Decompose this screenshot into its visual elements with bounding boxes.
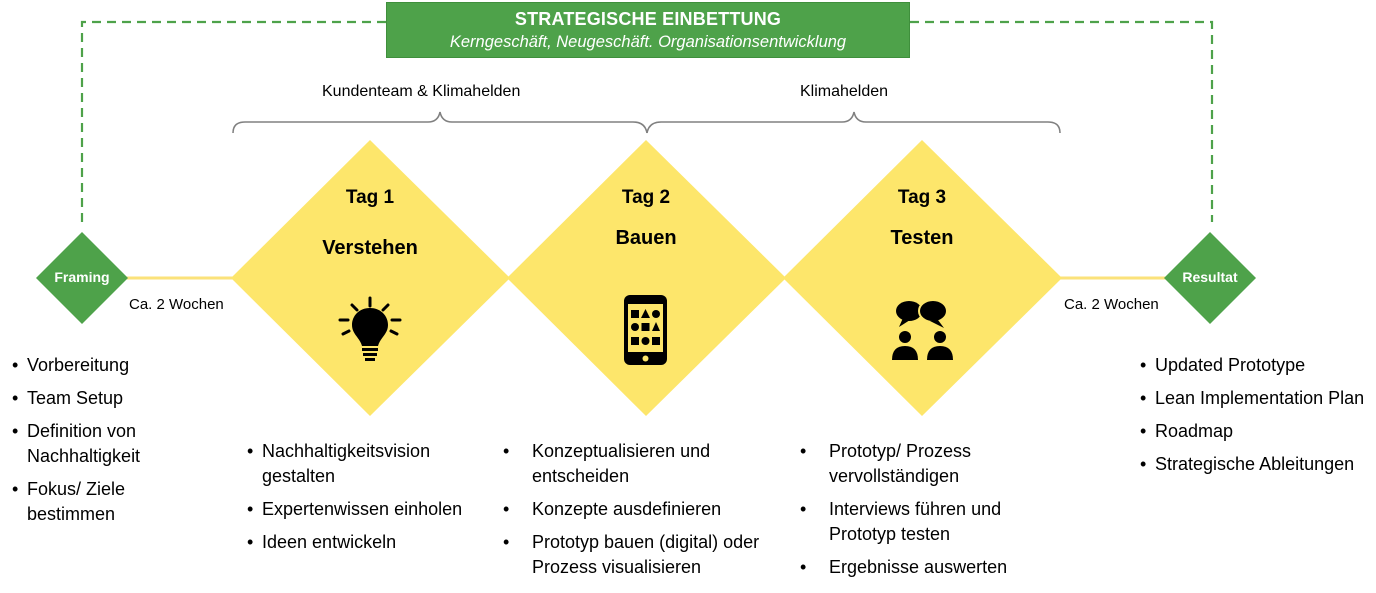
list-item: Roadmap xyxy=(1140,419,1365,444)
people-chat-icon xyxy=(892,299,953,360)
list-item: Prototyp/ Prozess vervollständigen xyxy=(800,439,1050,489)
list-item: Strategische Ableitungen xyxy=(1140,452,1365,477)
result-label: Resultat xyxy=(1182,269,1238,285)
list-item: Definition von Nachhaltigkeit xyxy=(12,419,177,469)
day-3-phase: Testen xyxy=(890,227,954,249)
list-item: Fokus/ Ziele bestimmen xyxy=(12,477,177,527)
framing-list: Vorbereitung Team Setup Definition von N… xyxy=(12,353,177,535)
lightbulb-icon xyxy=(338,296,402,361)
framing-node xyxy=(36,232,128,324)
list-item: Updated Prototype xyxy=(1140,353,1365,378)
day-2-label: Tag 2 xyxy=(621,187,671,208)
team-brace-left xyxy=(232,111,648,134)
day-3-list: Prototyp/ Prozess vervollständigen Inter… xyxy=(800,439,1050,588)
day-1-diamond xyxy=(231,140,510,416)
list-item: Expertenwissen einholen xyxy=(247,497,477,522)
day-2-diamond xyxy=(507,140,786,416)
framing-label: Framing xyxy=(54,269,110,285)
result-duration: Ca. 2 Wochen xyxy=(1064,296,1159,313)
list-item: Vorbereitung xyxy=(12,353,177,378)
banner-title: STRATEGISCHE EINBETTUNG xyxy=(514,9,782,29)
team-label-left: Kundenteam & Klimahelden xyxy=(322,83,521,100)
result-node xyxy=(1164,232,1256,324)
list-item: Team Setup xyxy=(12,386,177,411)
list-item: Konzeptualisieren und entscheiden xyxy=(503,439,793,489)
framing-duration: Ca. 2 Wochen xyxy=(129,296,224,313)
day-2-phase: Bauen xyxy=(615,227,677,249)
smartphone-icon xyxy=(624,295,667,365)
day-1-list: Nachhaltigkeitsvision gestalten Experten… xyxy=(247,439,477,563)
team-brace-right xyxy=(646,111,1061,134)
team-label-right: Klimahelden xyxy=(800,83,889,100)
strategic-embedding-banner: STRATEGISCHE EINBETTUNG Kerngeschäft, Ne… xyxy=(386,2,910,58)
result-list: Updated Prototype Lean Implementation Pl… xyxy=(1140,353,1365,485)
list-item: Konzepte ausdefinieren xyxy=(503,497,793,522)
day-1-phase: Verstehen xyxy=(322,237,418,259)
list-item: Ideen entwickeln xyxy=(247,530,477,555)
list-item: Lean Implementation Plan xyxy=(1140,386,1365,411)
strategic-frame-line xyxy=(80,20,1214,222)
list-item: Interviews führen und Prototyp testen xyxy=(800,497,1050,547)
day-3-label: Tag 3 xyxy=(897,187,947,208)
banner-subtitle: Kerngeschäft, Neugeschäft. Organisations… xyxy=(449,33,847,51)
day-3-diamond xyxy=(783,140,1062,416)
list-item: Ergebnisse auswerten xyxy=(800,555,1050,580)
list-item: Prototyp bauen (digital) oder Prozess vi… xyxy=(503,530,793,580)
day-2-list: Konzeptualisieren und entscheiden Konzep… xyxy=(503,439,793,588)
list-item: Nachhaltigkeitsvision gestalten xyxy=(247,439,477,489)
day-1-label: Tag 1 xyxy=(345,187,395,208)
